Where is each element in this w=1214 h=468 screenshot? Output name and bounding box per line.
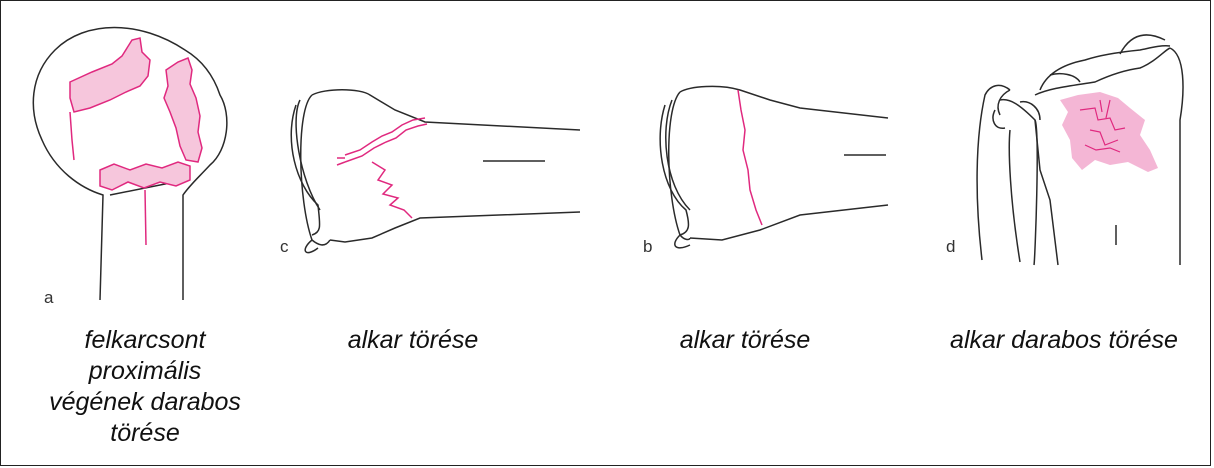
panel-letter-d: d <box>946 237 955 257</box>
caption-wrist-d: alkar darabos törése <box>930 325 1198 356</box>
